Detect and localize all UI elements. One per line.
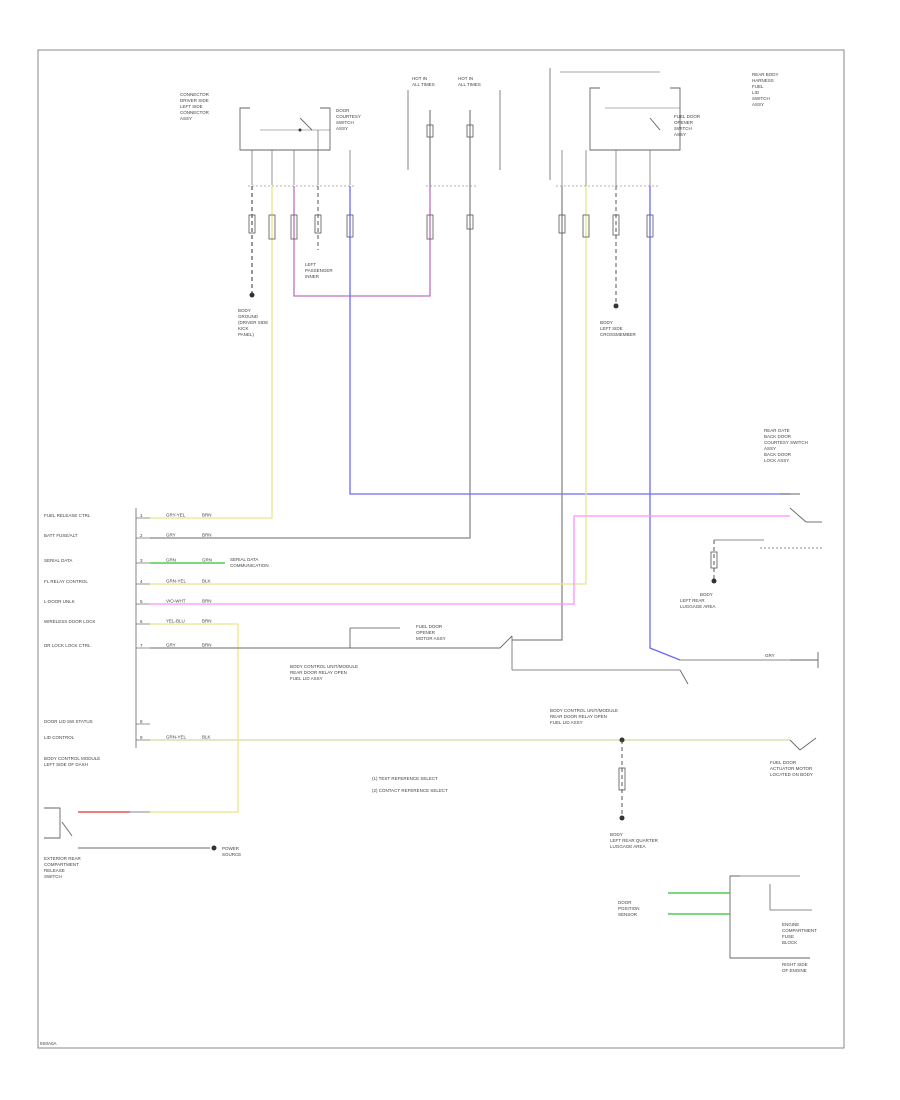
rear-ecu-junction-label: BODY CONTROL UNIT/MODULE REAR DOOR RELAY… [550, 708, 619, 725]
fuse-block: HOT IN ALL TIMES HOT IN ALL TIMES [407, 76, 501, 187]
ecu-pin-label: SERIAL DATA [44, 558, 72, 563]
wire-color-label-2: BRN [202, 619, 212, 624]
switch-contact-icon [649, 117, 661, 131]
ground-icon [711, 578, 717, 584]
fuel-door-switch-name: FUEL DOOR OPENER SWITCH ASSY [674, 114, 701, 137]
rear-door-ecu-label: BODY CONTROL UNIT/MODULE REAR DOOR RELAY… [290, 664, 359, 681]
ground-icon [249, 292, 255, 298]
wire-color-label: GRY [166, 533, 176, 538]
ecu-pin-number: 2 [140, 533, 143, 538]
ecu-pin-label: BATT FUSE/ALT [44, 533, 78, 538]
wire-color-label-2: GRN [202, 558, 212, 563]
wire-color-label-2: BRN [202, 513, 212, 518]
ground-icon [211, 845, 217, 851]
fuel-door-actuator-label: FUEL DOOR ACTUATOR MOTOR LOCATED ON BODY [770, 760, 814, 777]
rear-gate-switch: REAR GATE BACK DOOR COURTESY SWITCH ASSY… [760, 428, 822, 549]
rear-relay: GRY [499, 635, 819, 685]
yellow-wire-fl-relay [150, 186, 587, 585]
note-2: (2) CONTACT REFERENCE SELECT [372, 788, 448, 793]
ecu-pin-label: FL RELAY CONTROL [44, 579, 88, 584]
switch-contact-icon [61, 821, 73, 837]
switch-contact-icon [789, 507, 807, 523]
diagram-frame [37, 49, 845, 1049]
wire-color-label-2: BRN [202, 643, 212, 648]
rear-gate-switch-label: REAR GATE BACK DOOR COURTESY SWITCH ASSY… [764, 428, 809, 463]
ecu-pin-number: 4 [140, 579, 143, 584]
gray-wire-fuel-switch [512, 186, 563, 641]
wire-color-label: VIO-WHT [166, 599, 186, 604]
yellow-wire-wireless [150, 623, 239, 813]
wire-color-label: GRY-YEL [166, 513, 186, 518]
smart-key-label: FUEL DOOR OPENER MOTOR ASSY [416, 624, 446, 641]
fuel-door-actuator: FUEL DOOR ACTUATOR MOTOR LOCATED ON BODY [770, 737, 817, 777]
ecu-pin-label: DOOR LID SW STATUS [44, 719, 93, 724]
opener-switch-label: EXTERIOR REAR COMPARTMENT RELEASE SWITCH [44, 856, 82, 879]
fuel-lid-ecu: DOOR POSITION SENSOR ENGINE COMPARTMENT … [618, 875, 818, 973]
wire-color-label: GRN-YEL [166, 735, 187, 740]
ecu-pin-label: DR LOCK LOCK CTRL [44, 643, 91, 648]
ecu-pin-label: FUEL RELEASE CTRL [44, 513, 91, 518]
ecu-pin-label: WIRELESS DOOR LOCK [44, 619, 96, 624]
wire-color-label-2: BRN [202, 599, 212, 604]
rear-ground: BODY LEFT REAR QUARTER LUGGAGE AREA [610, 740, 659, 849]
wire-color-label: YEL-BLU [166, 619, 185, 624]
ecu-pin-label: LID CONTROL [44, 735, 75, 740]
wire-color-label: GRN-YEL [166, 579, 187, 584]
switch-contact-icon [299, 117, 313, 131]
ecu-pin-number: 9 [140, 735, 143, 740]
ecu-pin-number: 1 [140, 513, 143, 518]
wire-color-label-2: BLK [202, 735, 211, 740]
notes: (1) TEST REFERENCE SELECT (2) CONTACT RE… [372, 776, 448, 793]
opener-switch: POWER SOURCE EXTERIOR REAR COMPARTMENT R… [44, 807, 241, 879]
lid-ground-label: BODY LEFT REAR LUGGAGE AREA [680, 592, 716, 609]
door-ecu-label: DOOR POSITION SENSOR [618, 900, 641, 917]
ecu-pin-number: 5 [140, 599, 143, 604]
note-1: (1) TEST REFERENCE SELECT [372, 776, 438, 781]
wire-color-label-2: BRN [202, 533, 212, 538]
yellow-wire-fuel-release [150, 186, 273, 519]
ecu-pin-number: 6 [140, 619, 143, 624]
wire-color-label: GRY [166, 643, 176, 648]
blue-wire-rear-gate [349, 186, 790, 495]
ground-right-label: BODY LEFT SIDE CROSSMEMBER [600, 320, 637, 337]
fuse-block2-label: HOT IN ALL TIMES [458, 76, 481, 87]
driver-door-switch: CONNECTOR DRIVER SIDE LEFT SIDE CONNECTO… [180, 92, 362, 187]
ground-icon [619, 815, 625, 821]
ground-icon [613, 303, 619, 309]
magenta-loop-wire: LEFT PASSENGER INNER [290, 186, 434, 297]
bottom-box-label: RIGHT SIDE OF ENGINE [782, 962, 809, 973]
ground-left: BODY GROUND (DRIVER SIDE KICK PANEL) [238, 186, 270, 337]
ecu-pin-number: 7 [140, 643, 143, 648]
fuse-icon [466, 124, 474, 138]
driver-door-switch-label: CONNECTOR DRIVER SIDE LEFT SIDE CONNECTO… [180, 92, 210, 121]
rear-ground-label: BODY LEFT REAR QUARTER LUGGAGE AREA [610, 832, 659, 849]
fuel-lid-ecu-label: ENGINE COMPARTMENT FUSE BLOCK [782, 922, 818, 945]
lid-ground: BODY LEFT REAR LUGGAGE AREA [680, 539, 764, 609]
pink-wire-door-unlk [150, 515, 790, 605]
wire-color-label-2: BLK [202, 579, 211, 584]
ground-right: BODY LEFT SIDE CROSSMEMBER [600, 186, 637, 337]
wire-color-label: GRN [166, 558, 176, 563]
blue-wire-fuel-switch [649, 186, 681, 661]
gray-wire-batt [150, 186, 471, 539]
svg-text:COMMUNICATION: COMMUNICATION [230, 563, 269, 568]
fuse-block-label: HOT IN ALL TIMES [412, 76, 435, 87]
ground-left-label: BODY GROUND (DRIVER SIDE KICK PANEL) [238, 308, 270, 337]
power-src-label: POWER SOURCE [222, 846, 241, 857]
fuel-door-switch: FUEL DOOR OPENER SWITCH ASSY REAR BODY H… [549, 68, 780, 187]
door-switch-name: DOOR COURTESY SWITCH ASSY [336, 108, 362, 131]
serial-data-note: SERIAL DATA [230, 557, 258, 562]
body-ecu-label: BODY CONTROL MODULE LEFT SIDE OF DASH [44, 756, 102, 767]
fuse-icon [426, 124, 434, 138]
ecu-pin-number: 3 [140, 558, 143, 563]
ecu-pin-number: 8 [140, 719, 143, 724]
ecu-pin-label: L-DOOR UNLK [44, 599, 75, 604]
svg-text:GRY: GRY [765, 653, 775, 658]
fuel-door-switch-label: REAR BODY HARNESS FUEL LID SWITCH ASSY [752, 72, 780, 107]
joint-label: LEFT PASSENGER INNER [305, 262, 334, 279]
diagram-code: 8S0A0A [40, 1041, 57, 1046]
